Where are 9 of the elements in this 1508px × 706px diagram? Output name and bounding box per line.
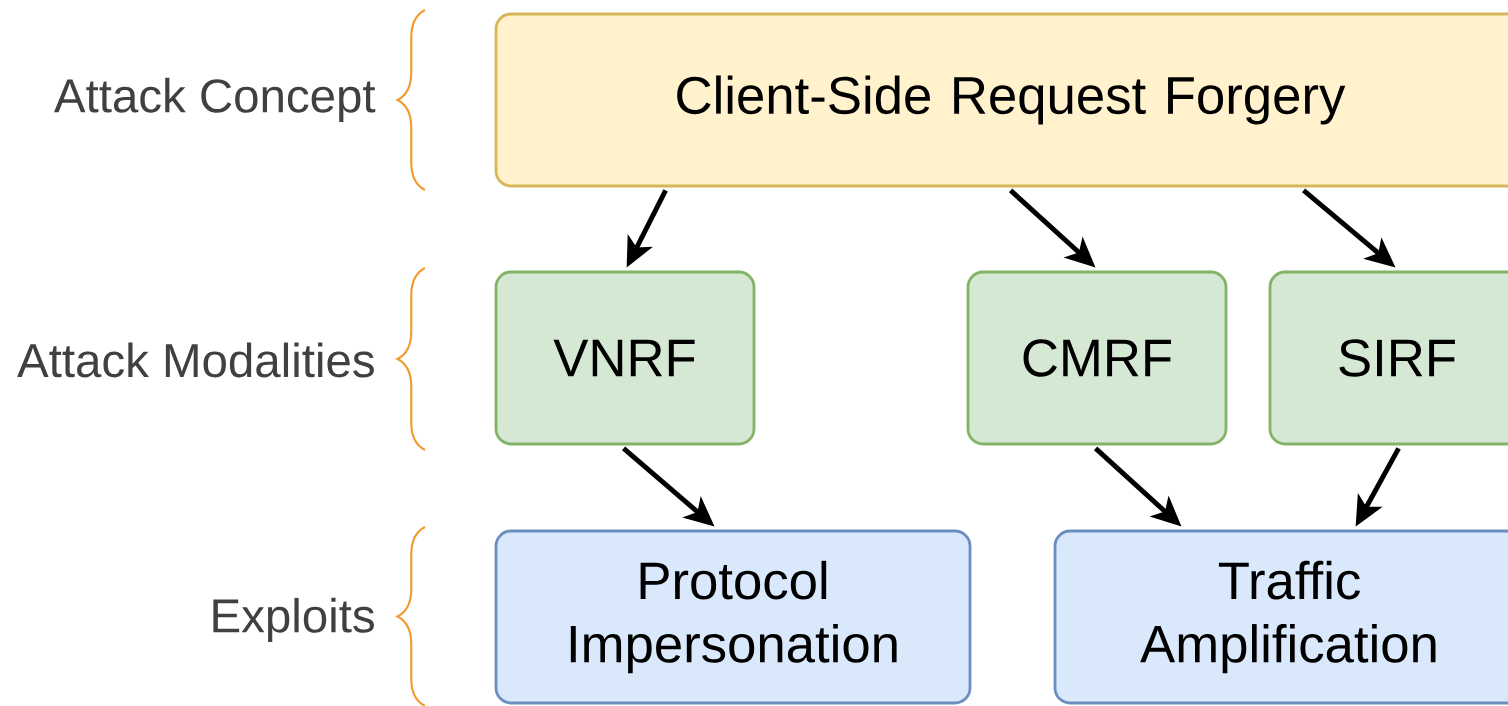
process-box: CMRF — [966, 270, 1228, 446]
process-box: Protocol Impersonation — [494, 529, 972, 705]
level-label: Exploits — [213, 597, 374, 643]
process-box: VNRF — [494, 270, 756, 446]
level-label: Attack Modalities — [17, 342, 374, 378]
process-box: Traffic Amplification — [1053, 529, 1508, 705]
process-box: SIRF — [1268, 270, 1508, 446]
level-label: Attack Concept — [54, 77, 376, 123]
process-box: Client-Side Request Forgery — [494, 12, 1508, 188]
